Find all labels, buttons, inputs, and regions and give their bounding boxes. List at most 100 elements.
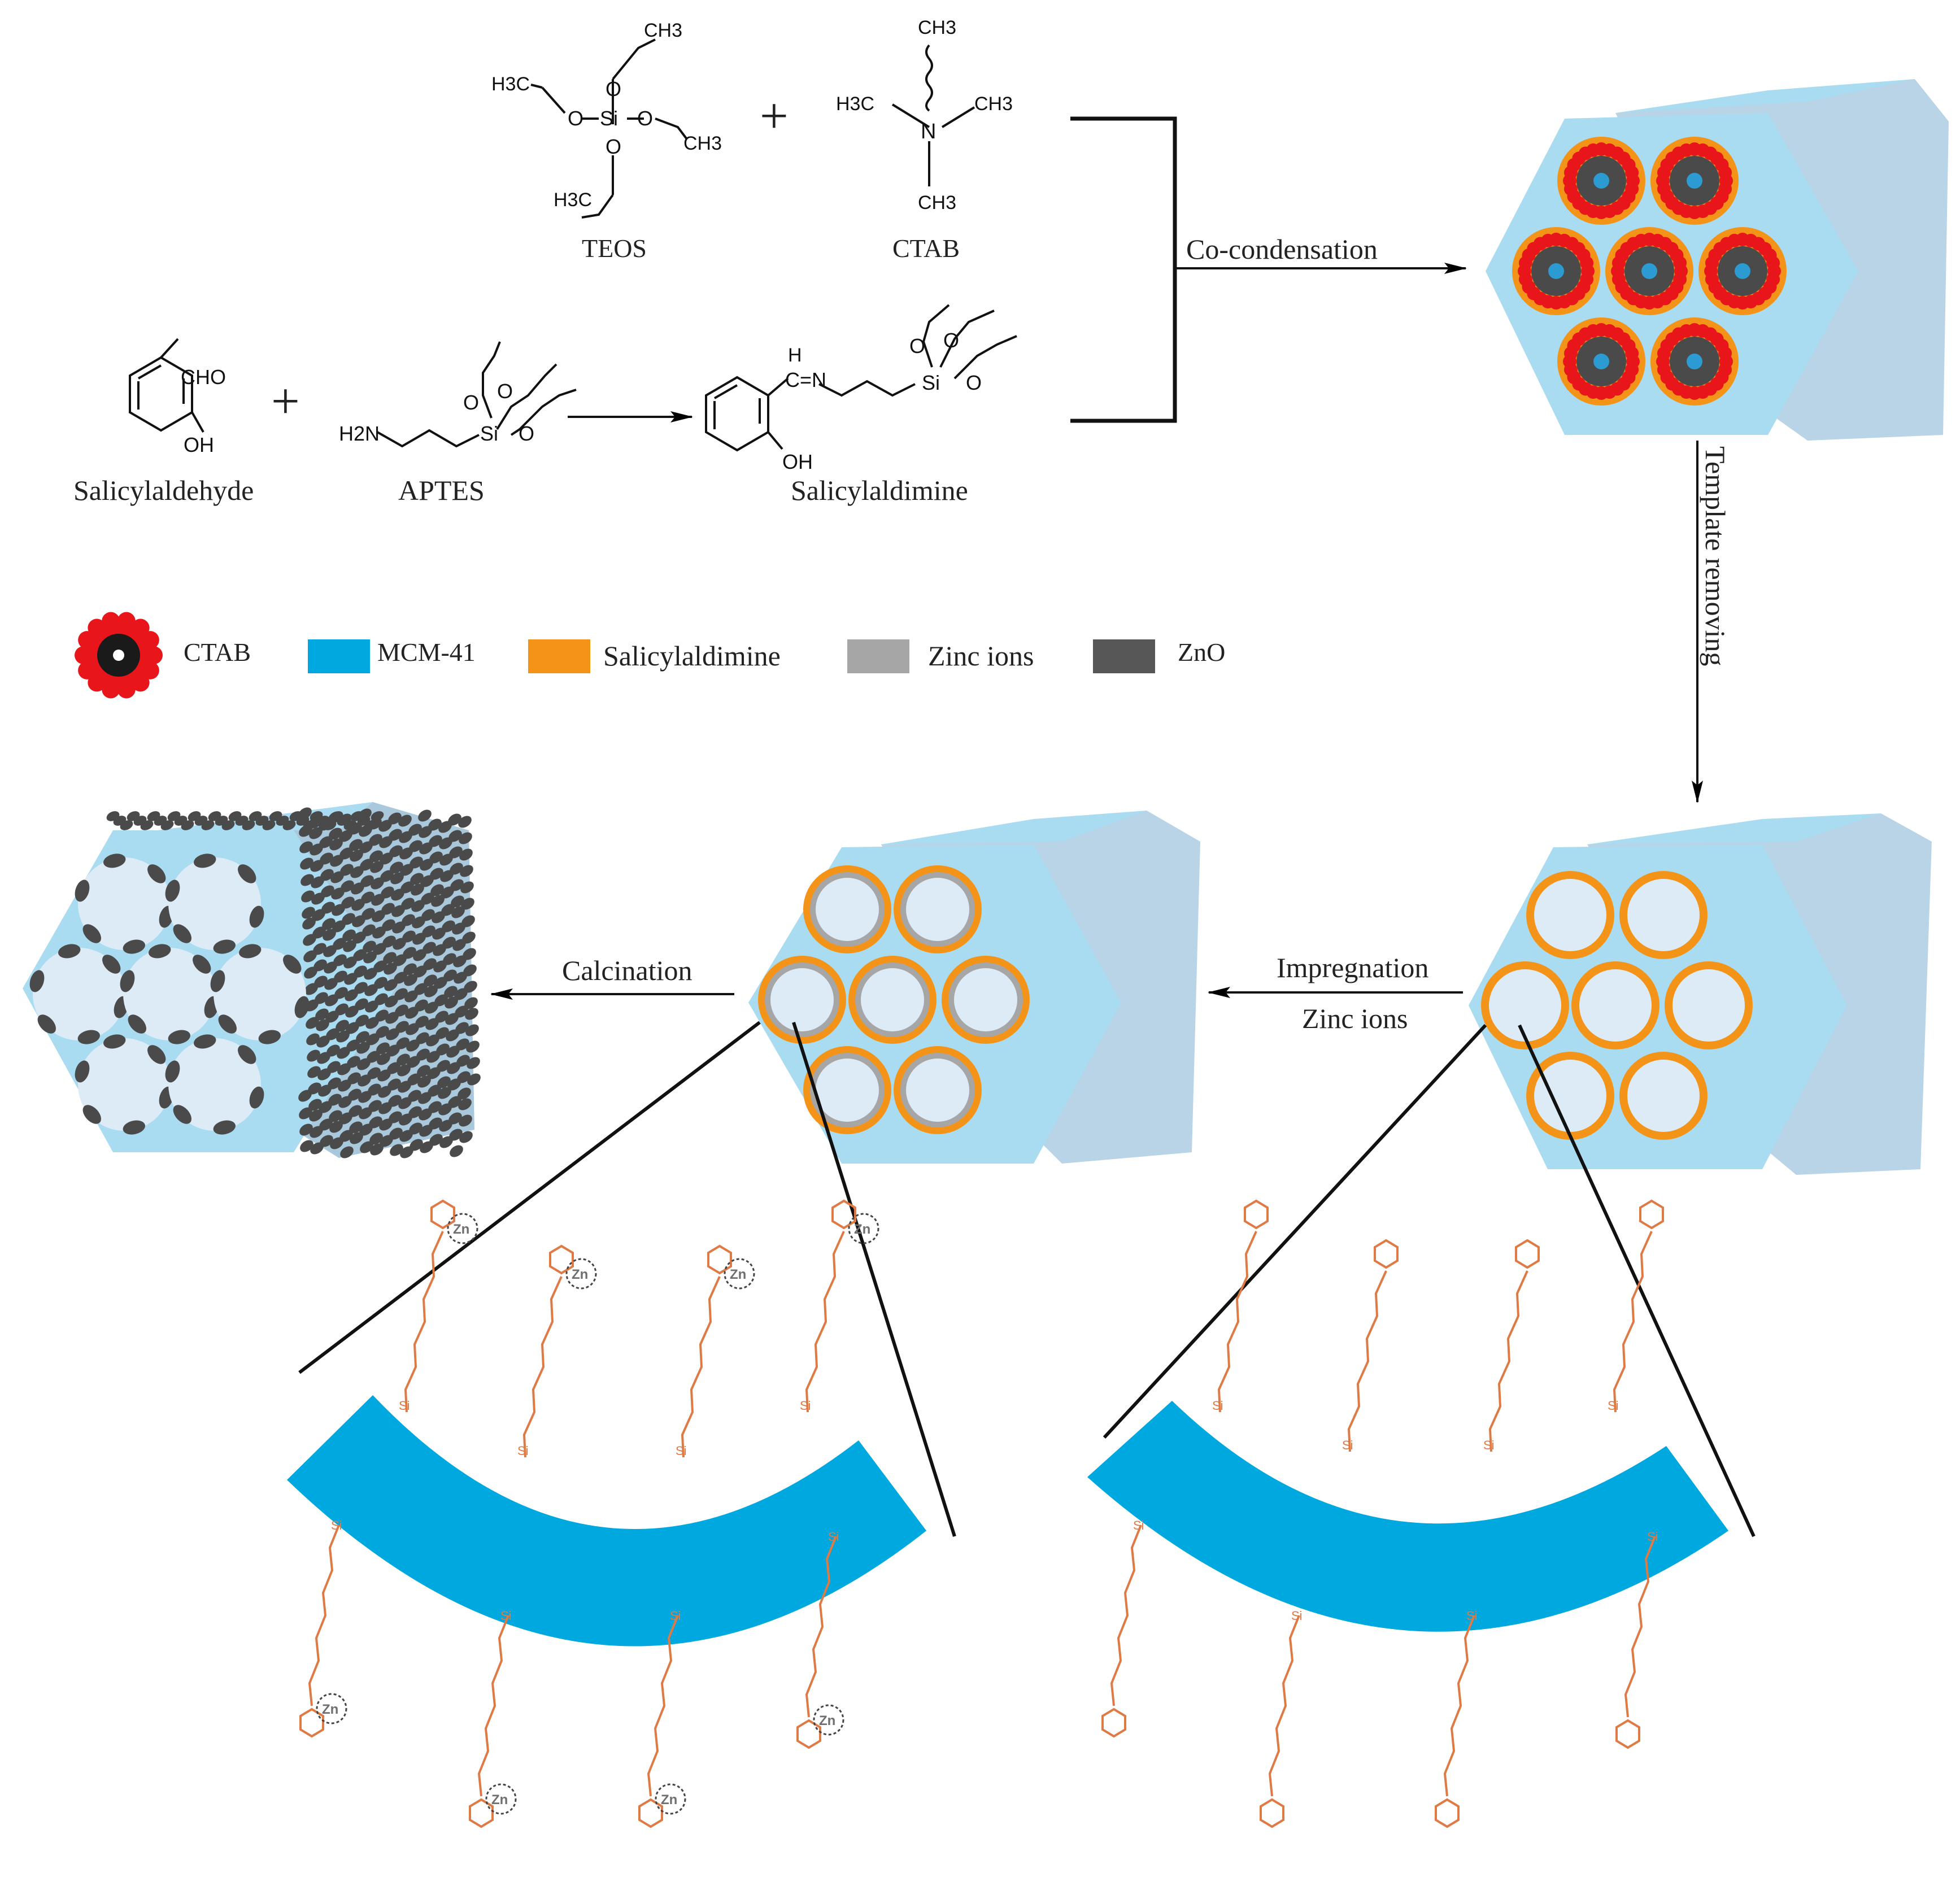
zno-nanoparticle — [399, 831, 412, 843]
zno-nanoparticle — [373, 943, 386, 955]
zno-nanoparticle — [452, 939, 466, 951]
ctab-n: N — [921, 120, 936, 143]
zinc-pore-5 — [942, 956, 1030, 1044]
zno-nanoparticle — [418, 809, 432, 822]
zno-nanoparticle — [365, 1017, 379, 1029]
zno-nanoparticle — [411, 883, 424, 896]
zno-nanoparticle — [335, 1003, 349, 1016]
zno-nanoparticle — [307, 1066, 321, 1078]
zno-nanoparticle — [439, 1136, 453, 1148]
zno-nanoparticle — [333, 938, 346, 950]
zno-nanoparticle — [221, 820, 235, 830]
zno-nanoparticle — [408, 1106, 422, 1118]
zno-nanoparticle — [318, 1084, 332, 1097]
zno-nanoparticle — [310, 1126, 323, 1138]
zno-nanoparticle — [332, 904, 345, 916]
zno-nanoparticle — [354, 982, 368, 994]
zno-nanoparticle — [140, 820, 154, 830]
zno-nanoparticle — [299, 1107, 312, 1120]
zno-nanoparticle — [461, 898, 474, 910]
zno-nanoparticle — [323, 929, 336, 941]
zno-nanoparticle — [410, 873, 424, 885]
zno-nanoparticle — [349, 839, 363, 851]
salim-o1: O — [909, 334, 925, 358]
zno-nanoparticle — [398, 1097, 412, 1109]
zno-nanoparticle — [379, 836, 393, 848]
zno-nanoparticle — [331, 887, 345, 900]
salicylaldimine-pore-7 — [1619, 1052, 1708, 1140]
zno-nanoparticle — [323, 945, 337, 957]
zno-nanoparticle — [348, 1088, 361, 1101]
zno-nanoparticle — [413, 965, 427, 978]
zno-nanoparticle — [320, 1135, 333, 1147]
zno-nanoparticle — [371, 811, 384, 821]
zno-nanoparticle — [423, 942, 436, 954]
zno-nanoparticle — [425, 1018, 439, 1030]
zno-nanoparticle — [345, 989, 358, 1001]
zno-nanoparticle — [429, 1117, 442, 1130]
svg-text:Si: Si — [670, 1609, 681, 1623]
salim-cn: C=N — [785, 368, 826, 391]
zno-nanoparticle — [419, 842, 433, 855]
teos-si: Si — [600, 107, 618, 130]
zno-nanoparticle — [388, 1095, 402, 1107]
zno-nanoparticle — [375, 1009, 389, 1022]
zno-nanoparticle — [430, 868, 443, 880]
zno-nanoparticle — [428, 1084, 441, 1097]
zno-nanoparticle — [404, 974, 417, 986]
zno-nanoparticle — [328, 1077, 341, 1090]
zno-nanoparticle — [370, 861, 384, 873]
zno-nanoparticle — [438, 1103, 452, 1116]
zno-nanoparticle — [431, 895, 445, 907]
zno-nanoparticle — [319, 836, 333, 848]
zno-nanoparticle — [360, 875, 374, 887]
zno-nanoparticle — [451, 895, 464, 908]
zinc-pore-2 — [894, 865, 982, 953]
salicylaldimine-pore-1 — [1526, 871, 1614, 959]
zno-nanoparticle — [438, 821, 452, 833]
zno-nanoparticle — [417, 1065, 430, 1077]
zno-nanoparticle — [356, 1031, 369, 1043]
legend-mcm41-label: MCM-41 — [377, 638, 476, 667]
teos-h3c-bottom: H3C — [554, 189, 592, 211]
zno-nanoparticle — [334, 987, 348, 999]
zno-nanoparticle — [446, 1046, 460, 1058]
zno-nanoparticle — [409, 840, 423, 852]
zno-nanoparticle — [394, 988, 408, 1000]
zno-nanoparticle — [381, 903, 395, 915]
zno-nanoparticle — [339, 1130, 353, 1142]
zno-nanoparticle — [406, 1023, 419, 1035]
zno-nanoparticle — [376, 1042, 390, 1055]
zno-nanoparticle — [340, 864, 354, 876]
zno-nanoparticle — [459, 848, 473, 861]
zno-nanoparticle — [398, 814, 412, 827]
bracket — [1070, 116, 1177, 423]
zno-nanoparticle — [423, 958, 437, 970]
zno-nanoparticle — [160, 820, 174, 830]
zno-nanoparticle — [363, 940, 376, 953]
ctab-micelle-3 — [1512, 227, 1600, 315]
zno-nanoparticle — [462, 931, 476, 944]
zno-nanoparticle — [393, 954, 407, 966]
salicylaldimine-structure — [705, 304, 1017, 452]
teos-label: TEOS — [582, 234, 647, 263]
ctab-label: CTAB — [892, 234, 960, 263]
zno-nanoparticle — [330, 855, 343, 867]
zno-nanoparticle — [299, 1123, 313, 1136]
zno-nanoparticle — [343, 940, 356, 952]
zno-nanoparticle — [313, 959, 327, 972]
zno-nanoparticle — [420, 1141, 433, 1153]
zno-nanoparticle — [458, 816, 472, 828]
zno-nanoparticle — [339, 847, 353, 860]
aptes-o2: O — [497, 380, 513, 403]
zno-nanoparticle — [330, 871, 344, 883]
zno-nanoparticle — [412, 933, 426, 945]
zno-nanoparticle — [389, 1111, 402, 1123]
zno-nanoparticle — [411, 900, 425, 912]
zno-nanoparticle — [341, 896, 355, 909]
svg-text:Si: Si — [1212, 1399, 1223, 1413]
zno-nanoparticle — [440, 870, 454, 882]
zno-nanoparticle — [390, 1144, 403, 1156]
